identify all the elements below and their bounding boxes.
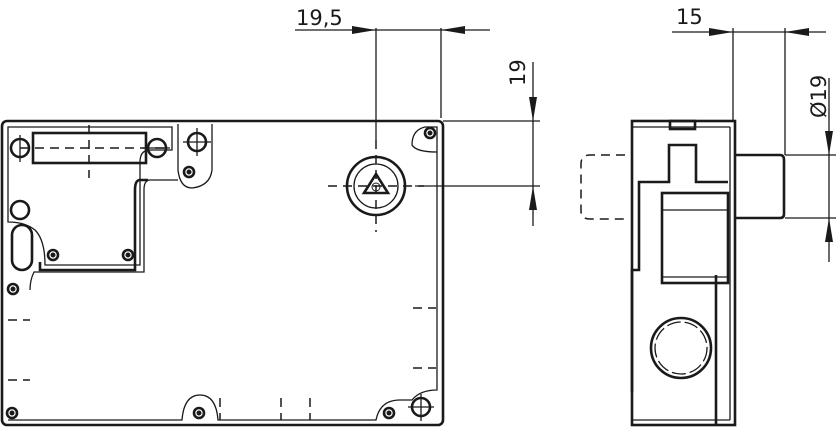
step-outline (38, 178, 148, 272)
boss-outline (177, 124, 213, 189)
inner-outline (8, 126, 438, 421)
hidden-lines (8, 307, 436, 420)
housing-outline (0, 119, 445, 427)
screws (5, 126, 437, 420)
front-view: 19,5 19 (0, 6, 540, 427)
side-housing (630, 119, 737, 427)
mounting-holes (9, 128, 434, 421)
side-view: 15 Ø19 (580, 5, 836, 427)
dimension-19: 19 (415, 59, 540, 226)
dimension-label: 19 (506, 59, 530, 86)
dimension-19-5: 19,5 (295, 6, 490, 140)
dimension-15: 15 (672, 5, 826, 155)
cable-entry (649, 316, 713, 380)
dimension-label: Ø19 (807, 75, 831, 118)
actuator-phantom (580, 154, 625, 220)
actuator-head (735, 153, 786, 220)
top-notch (668, 119, 697, 131)
slot-outline (630, 143, 728, 392)
actuator-slot (660, 191, 730, 285)
dimension-label: 19,5 (296, 6, 343, 30)
actuator-knob (328, 140, 424, 232)
dimension-label: 15 (676, 5, 703, 29)
dimension-diameter-19: Ø19 (785, 75, 836, 262)
step-inner (29, 179, 178, 291)
